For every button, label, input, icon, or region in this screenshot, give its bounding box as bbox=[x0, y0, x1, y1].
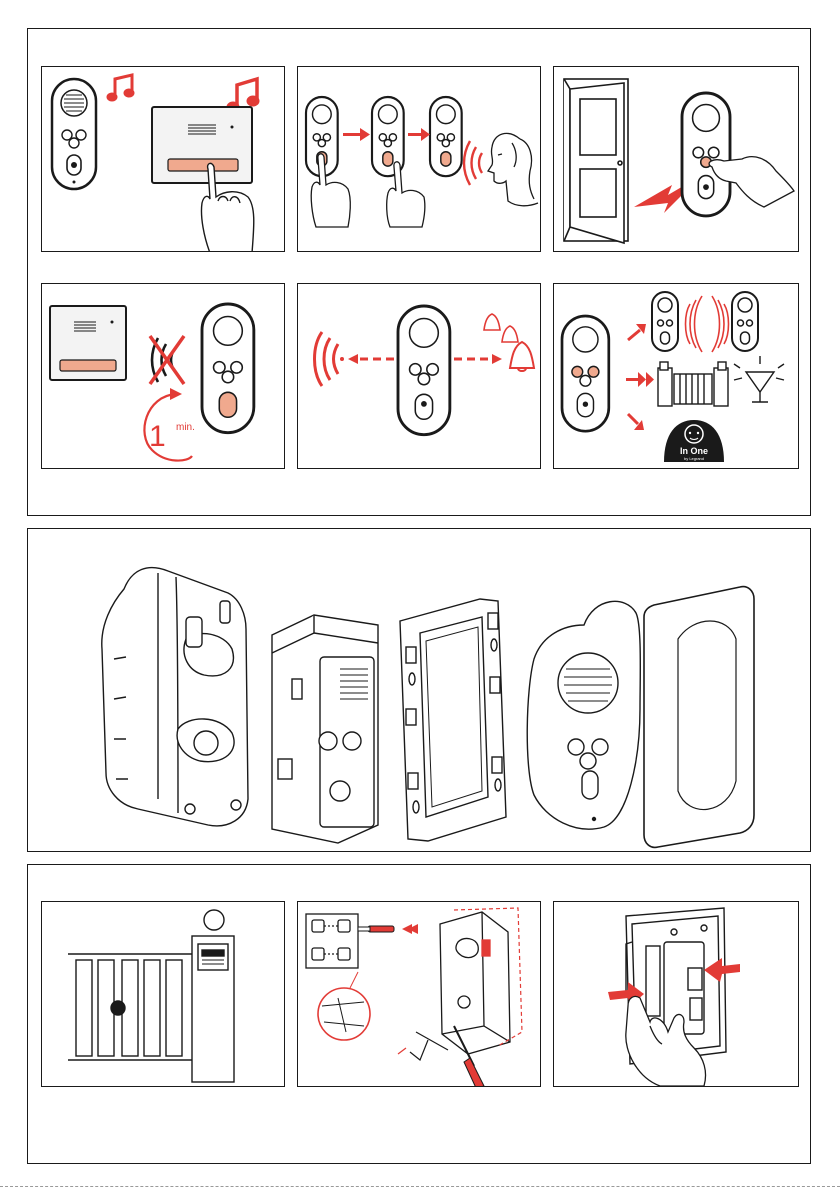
door-station-device bbox=[652, 292, 678, 351]
arrow-right-icon bbox=[408, 128, 430, 141]
arrow-up-right-icon bbox=[628, 324, 646, 340]
arrow-right-icon bbox=[343, 128, 370, 141]
arrow-left-icon bbox=[348, 354, 400, 364]
gate-icon bbox=[658, 362, 728, 406]
panel-door bbox=[553, 66, 799, 252]
bell-icon bbox=[484, 314, 518, 342]
in-one-logo: In One by Legrand bbox=[664, 420, 724, 462]
door-station-device bbox=[682, 93, 730, 216]
door-station-device bbox=[398, 306, 450, 435]
logo-text: In One bbox=[680, 446, 708, 456]
outdoor-panel bbox=[50, 306, 126, 380]
arrow-right-icon bbox=[454, 354, 502, 364]
panel-install-clip bbox=[553, 901, 799, 1087]
functions-section: 1 min. bbox=[27, 28, 811, 516]
wiring-diagram bbox=[68, 954, 198, 1060]
door-station-device bbox=[430, 97, 462, 176]
step-marker bbox=[204, 910, 224, 930]
person-head-icon bbox=[488, 133, 538, 205]
door-station-device bbox=[52, 79, 96, 189]
sound-wave-icon bbox=[315, 332, 339, 386]
distribution-panel bbox=[192, 936, 234, 1082]
door-icon bbox=[564, 79, 628, 243]
flush-mounting-box bbox=[102, 568, 248, 826]
arrow-double-right-icon bbox=[626, 372, 654, 387]
sound-wave-icon bbox=[464, 141, 482, 185]
panel-accessories: In One by Legrand bbox=[553, 283, 799, 469]
panel-install-box bbox=[297, 901, 541, 1087]
panel-mute: 1 min. bbox=[41, 283, 285, 469]
door-station-device bbox=[562, 316, 609, 431]
panel-sequence bbox=[297, 66, 541, 252]
electronic-module bbox=[272, 615, 378, 843]
wireless-signal-icon bbox=[686, 296, 729, 352]
lamp-icon bbox=[734, 356, 784, 402]
panel-install-wiring bbox=[41, 901, 285, 1087]
panel-ring bbox=[297, 283, 541, 469]
outdoor-panel bbox=[152, 107, 252, 183]
timer-unit: min. bbox=[176, 422, 195, 433]
arrow-down-right-icon bbox=[628, 414, 644, 430]
screw-icon bbox=[358, 924, 418, 934]
front-plate bbox=[518, 601, 640, 829]
door-station-device bbox=[202, 304, 254, 433]
logo-subtext: by Legrand bbox=[684, 456, 704, 461]
timer-value: 1 bbox=[149, 420, 166, 453]
box-side-view bbox=[440, 908, 522, 1054]
components-section bbox=[27, 528, 811, 852]
door-station-device bbox=[732, 292, 758, 351]
page-bottom-edge bbox=[0, 1186, 840, 1187]
zoom-circle bbox=[318, 972, 370, 1040]
bell-icon bbox=[510, 342, 534, 371]
cover-frame bbox=[644, 587, 754, 848]
sound-muted-icon bbox=[150, 336, 184, 384]
timer-icon: 1 min. bbox=[144, 388, 194, 461]
box-front-view bbox=[306, 914, 358, 968]
installation-section bbox=[27, 864, 811, 1164]
mounting-plate bbox=[400, 599, 506, 841]
panel-call bbox=[41, 66, 285, 252]
music-note-icon bbox=[107, 75, 134, 101]
